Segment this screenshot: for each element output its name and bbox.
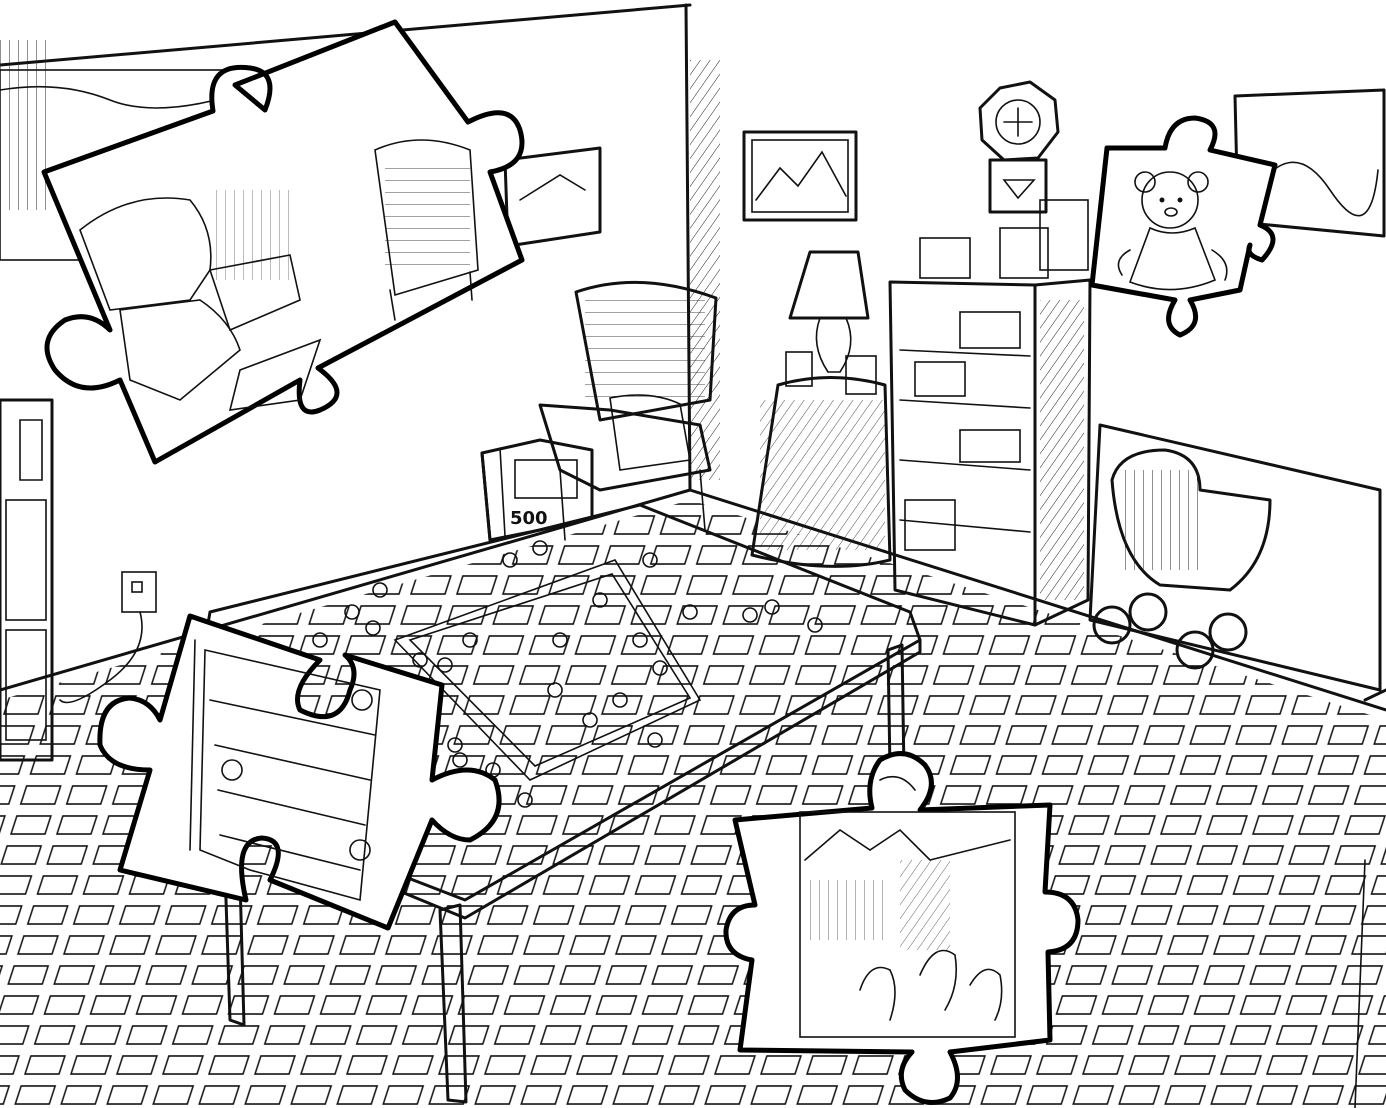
puzzle-box-label: 500 bbox=[510, 508, 548, 529]
lamp-side-table bbox=[750, 250, 892, 568]
scattered-puzzle-pieces bbox=[312, 540, 823, 808]
baby-carriage bbox=[1088, 423, 1382, 692]
puzzle-box: 500 bbox=[480, 438, 594, 542]
puzzle-piece-teddy-bear bbox=[1089, 115, 1278, 338]
puzzle-piece-staircase bbox=[97, 613, 502, 931]
wall-clock bbox=[978, 80, 1060, 214]
framed-mountain-picture bbox=[742, 130, 858, 222]
bookshelf bbox=[888, 199, 1092, 627]
puzzle-piece-deer-forest bbox=[723, 751, 1081, 1105]
puzzle-piece-armchair-scene bbox=[41, 19, 525, 465]
rocking-chair-with-quilt bbox=[538, 280, 718, 541]
framed-left-wall-picture bbox=[503, 146, 602, 248]
